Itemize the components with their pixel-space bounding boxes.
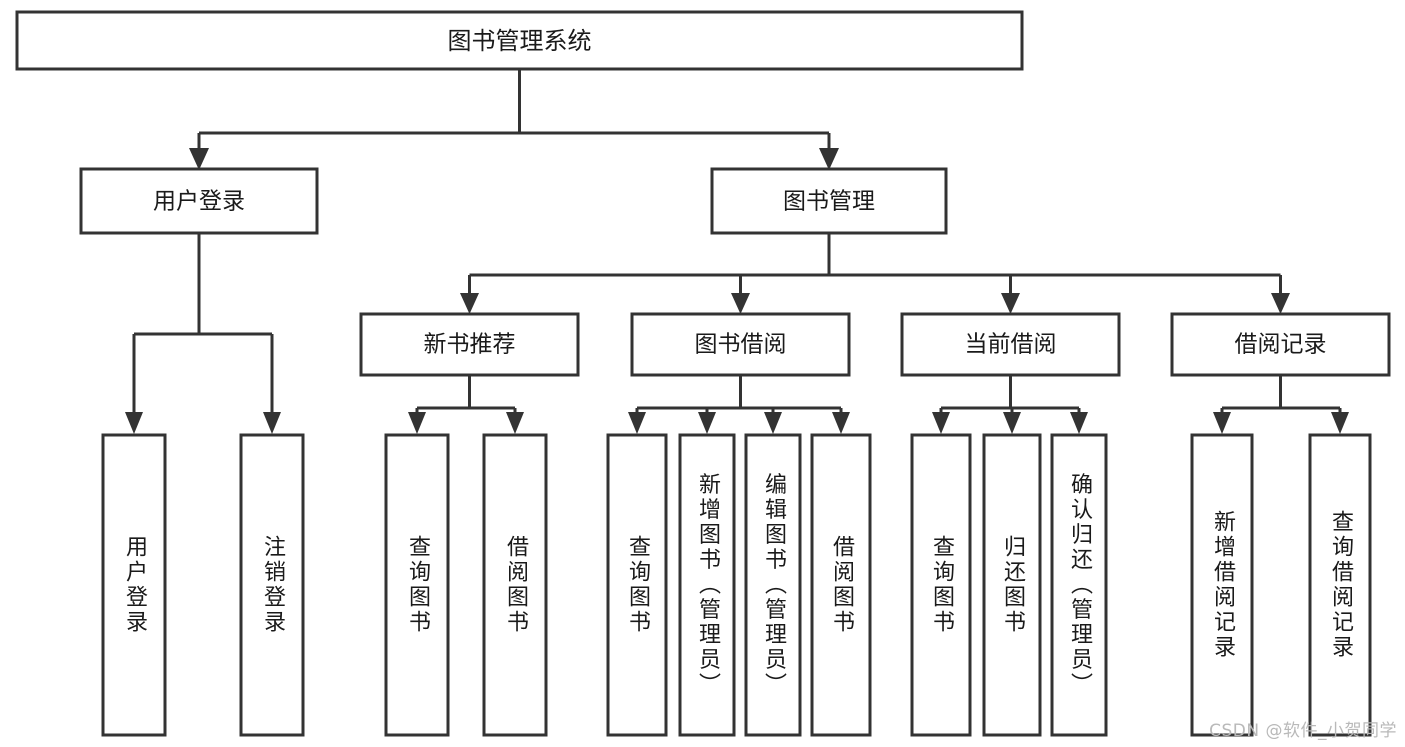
arrowhead-leaf-query-book-3 bbox=[932, 412, 950, 434]
arrowhead-leaf-confirm-return-admin bbox=[1070, 412, 1088, 434]
node-leaf-logout-label: 注销登录 bbox=[260, 535, 286, 635]
node-user-login[interactable]: 用户登录 bbox=[79, 167, 319, 235]
node-leaf-return-book-label: 归还图书 bbox=[1000, 535, 1026, 635]
node-user-login-box[interactable] bbox=[79, 167, 319, 235]
node-book-borrow[interactable]: 图书借阅 bbox=[630, 312, 851, 377]
arrowhead-leaf-borrow-book-2 bbox=[832, 412, 850, 434]
csdn-watermark: CSDN @软件_小贺同学 bbox=[1209, 721, 1397, 741]
node-leaf-query-book-3[interactable]: 查询图书 bbox=[910, 433, 972, 737]
node-book-borrow-label: 图书借阅 bbox=[695, 332, 787, 358]
node-borrow-record-label: 借阅记录 bbox=[1235, 332, 1327, 358]
arrowhead-book-borrow bbox=[731, 293, 750, 314]
node-root-box[interactable] bbox=[15, 10, 1024, 71]
node-leaf-user-login-box[interactable] bbox=[101, 433, 167, 737]
node-leaf-add-book-admin[interactable]: 新增图书（管理员） bbox=[678, 433, 736, 737]
node-leaf-return-book-box[interactable] bbox=[982, 433, 1042, 737]
node-leaf-borrow-book-2-box[interactable] bbox=[810, 433, 872, 737]
node-leaf-add-borrow-record-box[interactable] bbox=[1190, 433, 1254, 737]
arrowhead-leaf-query-book-2 bbox=[628, 412, 646, 434]
arrowhead-book-manage bbox=[819, 148, 839, 170]
arrowhead-leaf-add-book-admin bbox=[698, 412, 716, 434]
node-root-label: 图书管理系统 bbox=[448, 27, 592, 55]
node-current-borrow-box[interactable] bbox=[900, 312, 1121, 377]
node-leaf-query-book-1-label: 查询图书 bbox=[405, 535, 431, 635]
node-leaf-edit-book-admin-box[interactable] bbox=[744, 433, 802, 737]
node-leaf-query-book-1-box[interactable] bbox=[384, 433, 450, 737]
arrowhead-new-book-recommend bbox=[460, 293, 479, 314]
node-borrow-record[interactable]: 借阅记录 bbox=[1170, 312, 1391, 377]
arrowhead-borrow-record bbox=[1271, 293, 1290, 314]
node-leaf-user-login[interactable]: 用户登录 bbox=[101, 433, 167, 737]
node-leaf-borrow-book-2[interactable]: 借阅图书 bbox=[810, 433, 872, 737]
arrowhead-leaf-add-borrow-record bbox=[1213, 412, 1231, 434]
node-leaf-add-borrow-record-label: 新增借阅记录 bbox=[1210, 510, 1236, 660]
node-leaf-query-book-1[interactable]: 查询图书 bbox=[384, 433, 450, 737]
node-book-manage-box[interactable] bbox=[710, 167, 948, 235]
node-leaf-add-book-admin-label: 新增图书（管理员） bbox=[695, 473, 721, 698]
node-new-book-recommend[interactable]: 新书推荐 bbox=[359, 312, 580, 377]
arrowhead-leaf-query-borrow-record bbox=[1331, 412, 1349, 434]
arrowhead-leaf-edit-book-admin bbox=[764, 412, 782, 434]
arrowhead-user-login bbox=[189, 148, 209, 170]
arrowhead-leaf-borrow-book-1 bbox=[506, 412, 524, 434]
connector-layer bbox=[125, 69, 1349, 434]
arrowhead-leaf-user-login bbox=[125, 412, 143, 434]
node-leaf-query-book-2-label: 查询图书 bbox=[625, 535, 651, 635]
node-leaf-edit-book-admin[interactable]: 编辑图书（管理员） bbox=[744, 433, 802, 737]
node-user-login-label: 用户登录 bbox=[153, 189, 245, 215]
node-leaf-query-book-2[interactable]: 查询图书 bbox=[606, 433, 668, 737]
node-borrow-record-box[interactable] bbox=[1170, 312, 1391, 377]
node-current-borrow[interactable]: 当前借阅 bbox=[900, 312, 1121, 377]
node-root[interactable]: 图书管理系统 bbox=[15, 10, 1024, 71]
node-current-borrow-label: 当前借阅 bbox=[965, 332, 1057, 358]
node-leaf-borrow-book-1-box[interactable] bbox=[482, 433, 548, 737]
node-book-manage[interactable]: 图书管理 bbox=[710, 167, 948, 235]
node-leaf-logout-box[interactable] bbox=[239, 433, 305, 737]
node-leaf-query-book-2-box[interactable] bbox=[606, 433, 668, 737]
node-new-book-recommend-label: 新书推荐 bbox=[424, 332, 516, 358]
node-book-borrow-box[interactable] bbox=[630, 312, 851, 377]
arrowhead-leaf-query-book-1 bbox=[408, 412, 426, 434]
node-leaf-edit-book-admin-label: 编辑图书（管理员） bbox=[761, 473, 787, 698]
node-leaf-add-book-admin-box[interactable] bbox=[678, 433, 736, 737]
node-leaf-borrow-book-1[interactable]: 借阅图书 bbox=[482, 433, 548, 737]
node-leaf-borrow-book-1-label: 借阅图书 bbox=[503, 535, 529, 635]
arrowhead-leaf-return-book bbox=[1003, 412, 1021, 434]
node-book-manage-label: 图书管理 bbox=[783, 189, 875, 215]
node-leaf-borrow-book-2-label: 借阅图书 bbox=[829, 535, 855, 635]
node-leaf-query-book-3-box[interactable] bbox=[910, 433, 972, 737]
node-leaf-confirm-return-admin-box[interactable] bbox=[1050, 433, 1108, 737]
node-leaf-query-book-3-label: 查询图书 bbox=[929, 535, 955, 635]
node-leaf-add-borrow-record[interactable]: 新增借阅记录 bbox=[1190, 433, 1254, 737]
node-new-book-recommend-box[interactable] bbox=[359, 312, 580, 377]
node-leaf-logout[interactable]: 注销登录 bbox=[239, 433, 305, 737]
node-leaf-confirm-return-admin[interactable]: 确认归还（管理员） bbox=[1050, 433, 1108, 737]
node-leaf-query-borrow-record-box[interactable] bbox=[1308, 433, 1372, 737]
arrowhead-leaf-logout bbox=[263, 412, 281, 434]
node-leaf-query-borrow-record[interactable]: 查询借阅记录 bbox=[1308, 433, 1372, 737]
node-leaf-confirm-return-admin-label: 确认归还（管理员） bbox=[1067, 473, 1093, 698]
node-leaf-user-login-label: 用户登录 bbox=[122, 535, 148, 635]
arrowhead-current-borrow bbox=[1001, 293, 1020, 314]
node-leaf-return-book[interactable]: 归还图书 bbox=[982, 433, 1042, 737]
node-leaf-query-borrow-record-label: 查询借阅记录 bbox=[1328, 510, 1354, 660]
